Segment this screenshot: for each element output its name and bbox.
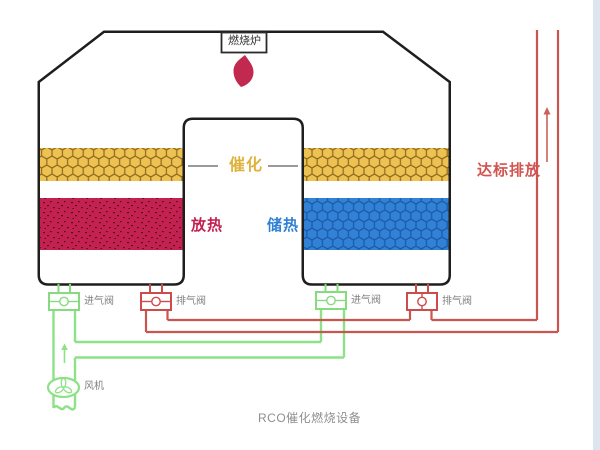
- emission-label: 达标排放: [477, 162, 542, 179]
- stack-arrow-icon: [543, 107, 551, 162]
- exhaust-valve-left-label: 排气阀: [176, 296, 206, 307]
- exotherm-label: 放热: [191, 217, 224, 234]
- furnace-label: 燃烧炉: [228, 35, 261, 47]
- exotherm-bed: [40, 198, 183, 250]
- exhaust-valve-left: [140, 284, 172, 311]
- exhaust-valve-right: [406, 284, 438, 311]
- fan-icon: [46, 376, 81, 399]
- flame-icon: [233, 55, 254, 87]
- intake-valve-right-label: 进气阀: [351, 295, 381, 306]
- heat-storage-label: 储热: [267, 217, 300, 234]
- catalyst-bed-left: [40, 148, 183, 181]
- airflow-arrow-icon: [61, 343, 68, 363]
- intake-valve-left-label: 进气阀: [84, 296, 114, 307]
- fan-label: 风机: [84, 381, 104, 392]
- furnace-label-box: [220, 31, 268, 54]
- diagram-caption: RCO催化燃烧设备: [258, 411, 362, 425]
- intake-piping: [52, 309, 346, 411]
- catalyst-bed-right: [304, 148, 449, 181]
- heat-storage-bed: [304, 198, 449, 250]
- page-edge-strip: [593, 0, 600, 450]
- exhaust-valve-right-label: 排气阀: [442, 296, 472, 307]
- intake-valve-left: [48, 284, 80, 311]
- catalyst-label: 催化: [228, 157, 263, 174]
- intake-valve-right: [315, 284, 347, 310]
- exhaust-piping: [144, 30, 560, 334]
